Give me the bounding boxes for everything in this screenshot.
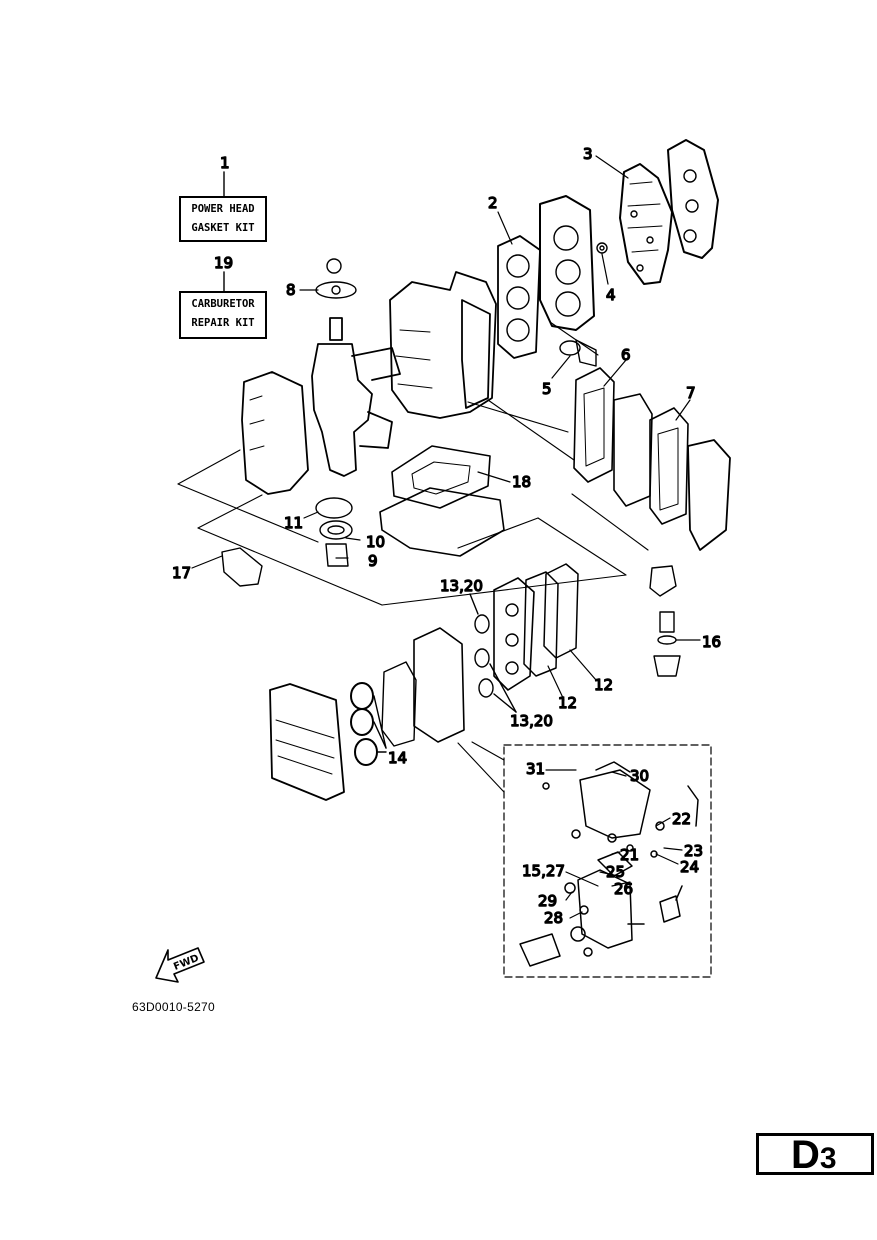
callout-14: 14 [388, 749, 407, 767]
cap-16 [649, 565, 681, 677]
callout-10: 10 [366, 533, 385, 551]
diagram-code: 63D0010-5270 [132, 1000, 216, 1014]
crankshaft [311, 317, 401, 477]
exhaust-gasket-7 [649, 407, 689, 525]
callout-25: 25 [606, 863, 625, 881]
forward-arrow-icon [155, 947, 205, 983]
exhaust-gasket-6 [573, 367, 615, 483]
upper-casing-gasket [391, 445, 491, 509]
cylinder-gasket [497, 235, 541, 359]
kit-number-1: 1 [220, 154, 230, 172]
exhaust-inner-cover [613, 393, 653, 507]
crankcase-block [389, 271, 497, 419]
cylinder-block [539, 195, 595, 331]
callout-4: 4 [606, 286, 616, 304]
callout-5: 5 [542, 380, 552, 398]
power-head-gasket-kit-label: POWER HEAD GASKET KIT [179, 196, 267, 242]
carburetor-repair-kit-label: CARBURETOR REPAIR KIT [179, 291, 267, 339]
callout-30: 30 [630, 767, 649, 785]
intake-gasket-12a [543, 563, 579, 659]
carburetor-assembly [519, 761, 699, 967]
gaskets-14 [350, 682, 387, 766]
kit-19-line1: CARBURETOR [191, 298, 255, 310]
callout-12b: 12 [558, 694, 577, 712]
callout-29: 29 [538, 892, 557, 910]
kit-number-19: 19 [214, 254, 233, 272]
callout-15-27: 15,27 [522, 862, 565, 880]
callout-11: 11 [284, 514, 303, 532]
thermostat-cover [559, 339, 597, 367]
exhaust-outer-cover [687, 439, 731, 551]
kit-1-line2: GASKET KIT [191, 222, 255, 234]
callout-18: 18 [512, 473, 531, 491]
page-identifier: D3 [756, 1133, 874, 1175]
seal-11 [315, 497, 353, 519]
intake-gasket-12b [523, 571, 559, 677]
upper-casing [379, 487, 505, 557]
page-number: 3 [819, 1142, 837, 1175]
callout-6: 6 [621, 346, 631, 364]
callout-2: 2 [488, 194, 498, 212]
callout-leaders [191, 155, 701, 919]
intake-silencer [269, 683, 345, 801]
cylinder-head-cover [619, 163, 673, 285]
callout-9: 9 [368, 552, 378, 570]
callout-28: 28 [544, 909, 563, 927]
callout-26: 26 [614, 880, 633, 898]
o-rings-13-20 [469, 593, 517, 713]
reed-valve-block [381, 627, 465, 747]
callout-21: 21 [620, 846, 639, 864]
assembly-boundary-lines [177, 321, 649, 793]
callout-31: 31 [526, 760, 545, 778]
carburetor-inset-box [503, 744, 712, 978]
callout-16: 16 [702, 633, 721, 651]
callout-23: 23 [684, 842, 703, 860]
callout-13-20b: 13,20 [510, 712, 553, 730]
seal-9 [325, 543, 349, 567]
plug-4 [596, 242, 608, 254]
cylinder-head [667, 139, 719, 259]
callout-17: 17 [172, 564, 191, 582]
callout-22: 22 [672, 810, 691, 828]
callout-12a: 12 [594, 676, 613, 694]
bearing-8 [315, 258, 357, 299]
kit-19-line2: REPAIR KIT [191, 317, 255, 329]
seal-10 [319, 520, 353, 540]
cover-17 [221, 547, 263, 587]
callout-3: 3 [583, 145, 593, 163]
exhaust-cover [241, 371, 309, 495]
kit-1-line1: POWER HEAD [191, 203, 255, 215]
page-letter: D [791, 1133, 820, 1177]
callout-7: 7 [686, 384, 696, 402]
callout-13-20a: 13,20 [440, 577, 483, 595]
intake-manifold [493, 577, 535, 691]
callout-24: 24 [680, 858, 699, 876]
callout-8: 8 [286, 281, 296, 299]
